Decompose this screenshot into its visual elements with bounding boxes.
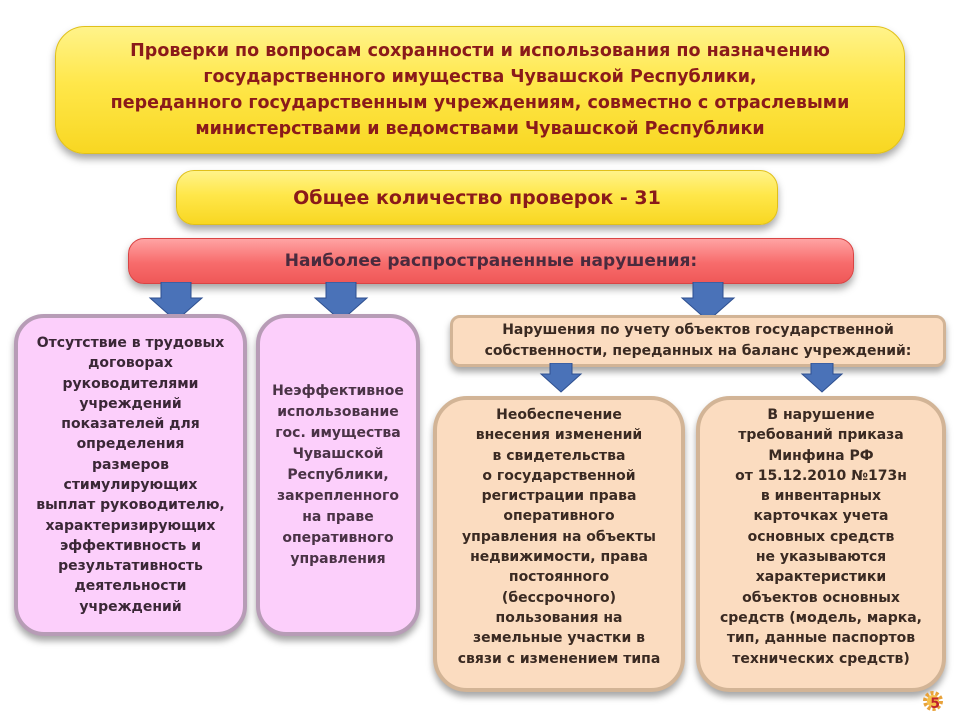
page-number: 5 xyxy=(930,696,940,712)
violations-heading-box: Наиболее распространенные нарушения: xyxy=(128,238,854,284)
violation-item-2: Неэффективное использование гос. имущест… xyxy=(256,314,420,636)
down-arrow-icon xyxy=(313,282,369,322)
down-arrow-icon xyxy=(800,363,844,393)
violation-item-1-text: Отсутствие в трудовых договорах руководи… xyxy=(36,334,225,615)
total-count-label: Общее количество проверок - 31 xyxy=(293,186,661,209)
header-title: Проверки по вопросам сохранности и испол… xyxy=(110,41,850,139)
total-count-box: Общее количество проверок - 31 xyxy=(176,170,778,225)
violation-item-3-heading: Нарушения по учету объектов государствен… xyxy=(484,322,912,359)
gear-icon xyxy=(923,691,943,711)
violation-item-3-sub-2-text: В нарушение требований приказа Минфина Р… xyxy=(719,407,922,667)
violation-item-2-text: Неэффективное использование гос. имущест… xyxy=(272,382,404,567)
violation-item-3-heading-box: Нарушения по учету объектов государствен… xyxy=(450,315,946,367)
violation-item-1: Отсутствие в трудовых договорах руководи… xyxy=(14,314,247,636)
violation-item-3-sub-1: Необеспечение внесения изменений в свиде… xyxy=(433,396,685,692)
down-arrow-icon xyxy=(680,282,736,322)
down-arrow-icon xyxy=(148,282,204,322)
violation-item-3-sub-2: В нарушение требований приказа Минфина Р… xyxy=(696,396,946,692)
violation-item-3-sub-1-text: Необеспечение внесения изменений в свиде… xyxy=(457,407,661,667)
violations-heading: Наиболее распространенные нарушения: xyxy=(284,251,698,271)
down-arrow-icon xyxy=(539,363,583,393)
header-title-box: Проверки по вопросам сохранности и испол… xyxy=(55,26,905,154)
